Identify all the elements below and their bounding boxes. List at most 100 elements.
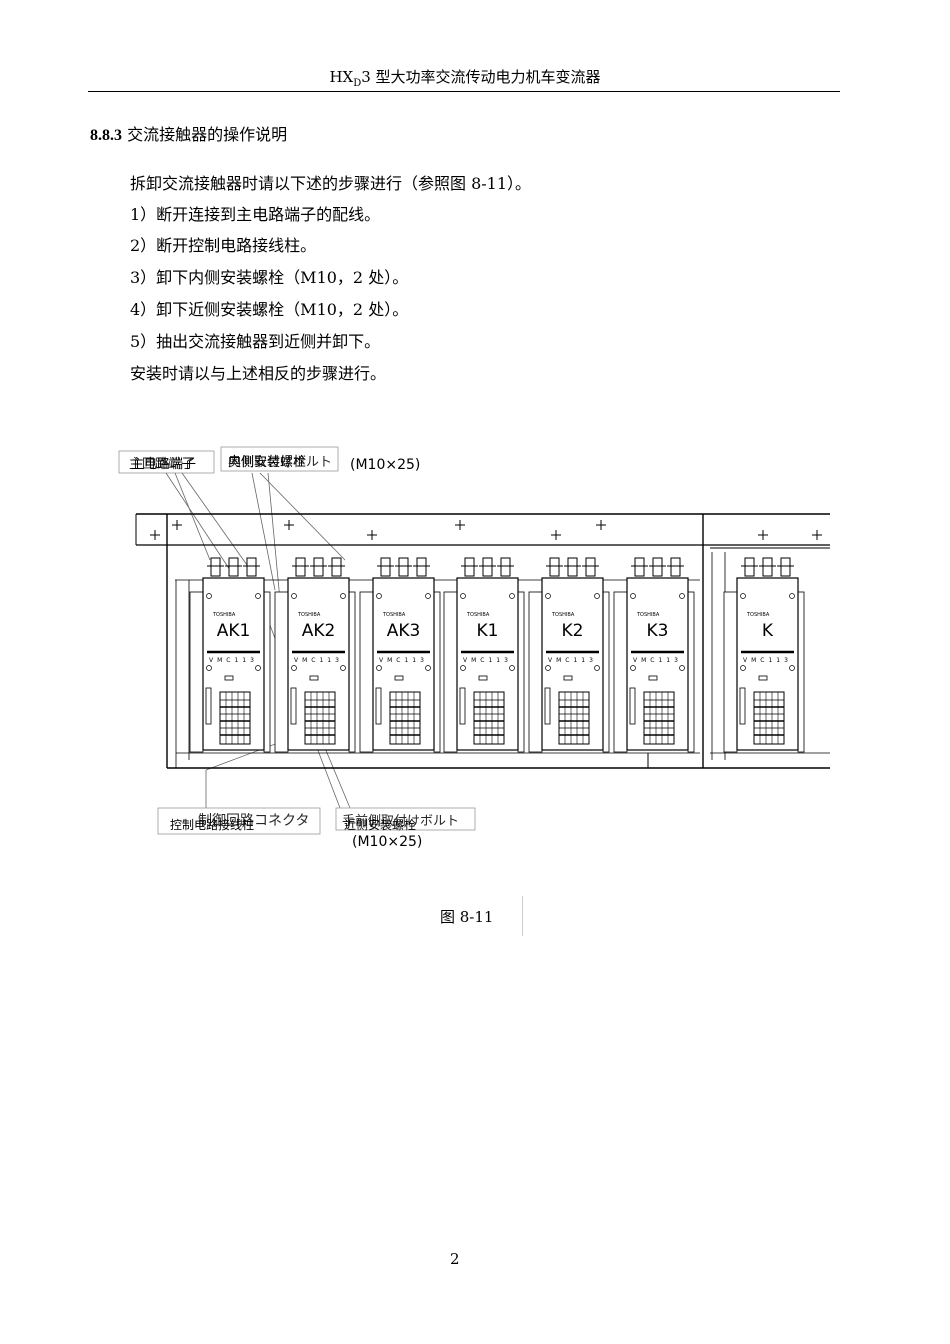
main-terminal bbox=[744, 557, 755, 577]
step-4: 4）卸下近侧安装螺栓（M10，2 处）。 bbox=[130, 300, 409, 319]
panel-frame bbox=[135, 513, 830, 769]
side-slot bbox=[205, 687, 212, 725]
model-label: VMC113 bbox=[633, 657, 682, 664]
screw bbox=[425, 593, 431, 599]
main-terminal bbox=[398, 557, 409, 577]
header-prefix: HX bbox=[329, 68, 354, 86]
callout-control-connector: 控制电路接线柱 制御回路コネクタ bbox=[157, 807, 321, 835]
screw bbox=[594, 593, 600, 599]
indicator bbox=[758, 675, 768, 681]
screw bbox=[340, 665, 346, 671]
callout-inner-bolt-front: 奥側取付けボルト bbox=[228, 455, 332, 470]
indicator bbox=[478, 675, 488, 681]
section-number: 8.8.3 bbox=[90, 127, 122, 144]
screw bbox=[206, 665, 212, 671]
screw bbox=[679, 593, 685, 599]
screw bbox=[789, 665, 795, 671]
contactor-label: K1 bbox=[477, 621, 499, 641]
side-slot bbox=[375, 687, 382, 725]
mount-bracket bbox=[189, 591, 204, 753]
mount-bracket bbox=[433, 591, 441, 753]
header-subscript: D bbox=[353, 78, 362, 89]
main-terminal bbox=[762, 557, 773, 577]
contactor-label: AK2 bbox=[302, 621, 336, 641]
indicator bbox=[309, 675, 319, 681]
model-label: VMC113 bbox=[379, 657, 428, 664]
indicator bbox=[224, 675, 234, 681]
mount-bracket bbox=[723, 591, 738, 753]
screw bbox=[509, 593, 515, 599]
screw bbox=[291, 665, 297, 671]
screw bbox=[630, 593, 636, 599]
main-terminal bbox=[416, 557, 427, 577]
callout-near-bolt-back: 近侧安装螺栓 bbox=[344, 817, 416, 832]
brand-label: TOSHIBA bbox=[382, 612, 406, 618]
rail-marks bbox=[150, 520, 822, 540]
main-terminal bbox=[634, 557, 645, 577]
contactor-label: K3 bbox=[647, 621, 669, 641]
mount-bracket bbox=[687, 591, 695, 753]
callout-main-terminal: 主电路端子 主回路端子 bbox=[118, 450, 215, 474]
side-slot bbox=[739, 687, 746, 725]
side-slot bbox=[629, 687, 636, 725]
header-title: 3 型大功率交流传动电力机车变流器 bbox=[361, 68, 601, 86]
main-terminal bbox=[380, 557, 391, 577]
header-rule bbox=[88, 91, 840, 92]
screw bbox=[594, 665, 600, 671]
contactor-label: K bbox=[762, 621, 774, 641]
screw bbox=[376, 665, 382, 671]
screw bbox=[291, 593, 297, 599]
mount-bracket bbox=[348, 591, 356, 753]
screw bbox=[740, 593, 746, 599]
callout-near-bolt-front: 手前側取付けボルト bbox=[342, 813, 459, 829]
main-terminal bbox=[210, 557, 221, 577]
callout-control-connector-front: 制御回路コネクタ bbox=[198, 813, 309, 829]
screw bbox=[545, 593, 551, 599]
mount-bracket bbox=[359, 591, 374, 753]
step-3: 3）卸下内侧安装螺栓（M10，2 处）。 bbox=[130, 268, 409, 287]
mount-bracket bbox=[517, 591, 525, 753]
contactor-row: TOSHIBAAK1VMC113TOSHIBAAK2VMC113TOSHIBAA… bbox=[189, 557, 805, 753]
side-slot bbox=[544, 687, 551, 725]
brand-label: TOSHIBA bbox=[636, 612, 660, 618]
main-terminal bbox=[482, 557, 493, 577]
main-terminal bbox=[246, 557, 257, 577]
side-slot bbox=[290, 687, 297, 725]
callout-inner-bolt-spec: (M10×25) bbox=[350, 457, 420, 473]
contactor-body bbox=[372, 577, 435, 751]
main-terminal bbox=[464, 557, 475, 577]
intro-paragraph: 拆卸交流接触器时请以下述的步骤进行（参照图 8-11）。 bbox=[130, 174, 532, 193]
model-label: VMC113 bbox=[463, 657, 512, 664]
screw bbox=[460, 665, 466, 671]
model-label: VMC113 bbox=[743, 657, 792, 664]
mount-bracket bbox=[528, 591, 543, 753]
callout-main-terminal-front: 主回路端子 bbox=[129, 456, 194, 472]
screw bbox=[740, 665, 746, 671]
screw bbox=[630, 665, 636, 671]
main-terminal bbox=[585, 557, 596, 577]
screw bbox=[206, 593, 212, 599]
main-terminal bbox=[567, 557, 578, 577]
screw bbox=[789, 593, 795, 599]
model-label: VMC113 bbox=[209, 657, 258, 664]
brand-label: TOSHIBA bbox=[551, 612, 575, 618]
main-terminal bbox=[549, 557, 560, 577]
main-terminal bbox=[500, 557, 511, 577]
indicator bbox=[563, 675, 573, 681]
main-terminal bbox=[331, 557, 342, 577]
callout-inner-bolt-back: 内侧安装螺栓 bbox=[228, 454, 306, 470]
brand-label: TOSHIBA bbox=[212, 612, 236, 618]
main-terminal bbox=[313, 557, 324, 577]
screw bbox=[425, 665, 431, 671]
main-terminal bbox=[670, 557, 681, 577]
model-label: VMC113 bbox=[294, 657, 343, 664]
screw bbox=[509, 665, 515, 671]
indicator bbox=[648, 675, 658, 681]
mount-bracket bbox=[613, 591, 628, 753]
screw bbox=[255, 665, 261, 671]
screw bbox=[255, 593, 261, 599]
